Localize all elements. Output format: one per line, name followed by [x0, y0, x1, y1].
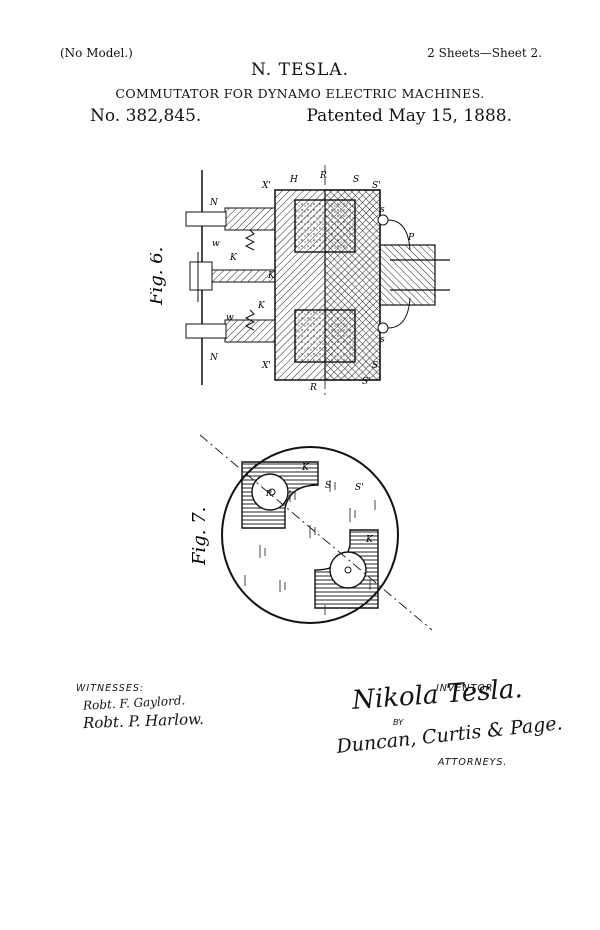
ref-letter: N: [209, 353, 219, 363]
ref-letter: S': [362, 377, 371, 387]
ref-letter: S: [372, 361, 378, 371]
figure-7-drawing: Fig. 7. K S R S' K: [189, 434, 433, 631]
inventor-signature: Nikola Tesla.: [351, 674, 524, 716]
ref-letter: S': [355, 483, 364, 493]
ref-letter: X': [261, 181, 271, 191]
ref-letter: s: [380, 205, 385, 215]
ref-letter: S': [372, 181, 381, 191]
ref-letter: S: [353, 175, 359, 185]
ref-letter: P: [407, 233, 415, 243]
ref-letter: X': [261, 361, 271, 371]
ref-letter: S: [325, 481, 331, 491]
inventor-label: INVENTOR.: [436, 683, 498, 694]
no-model-label: (No Model.): [60, 46, 133, 60]
by-label: BY: [393, 718, 404, 727]
ref-letter: K: [267, 271, 276, 281]
witnesses-label: WITNESSES:: [76, 683, 145, 694]
ref-letter: K: [257, 301, 266, 311]
ref-letter: H: [289, 175, 298, 185]
attorneys-label: ATTORNEYS.: [438, 757, 508, 768]
fig7-label: Fig. 7.: [189, 507, 210, 566]
attorneys-signature: Duncan, Curtis & Page.: [335, 712, 564, 758]
ref-letter: R: [319, 171, 327, 181]
patent-number: No. 382,845.: [90, 106, 202, 126]
ref-letter: w: [226, 313, 234, 323]
witness-signature-1: Robt. F. Gaylord.: [82, 693, 186, 713]
fig6-label: Fig. 6.: [150, 247, 167, 306]
patent-date: Patented May 15, 1888.: [306, 106, 513, 126]
ref-letter: R: [265, 489, 272, 498]
ref-letter: K: [229, 253, 238, 263]
ref-letter: w: [212, 239, 220, 249]
inventor-heading: N. TESLA.: [251, 60, 349, 80]
ref-letter: K: [301, 463, 310, 473]
sheet-number: 2 Sheets—Sheet 2.: [427, 46, 542, 60]
ref-letter: K: [365, 535, 374, 545]
figure-6-drawing: Fig. 6. N X' H R S S' w K N K w X' K R s…: [150, 165, 450, 395]
patent-title: COMMUTATOR FOR DYNAMO ELECTRIC MACHINES.: [115, 86, 485, 101]
ref-letter: N: [209, 198, 219, 208]
witness-signature-2: Robt. P. Harlow.: [82, 709, 205, 733]
ref-letter: s: [380, 335, 385, 345]
ref-letter: R: [309, 383, 317, 393]
